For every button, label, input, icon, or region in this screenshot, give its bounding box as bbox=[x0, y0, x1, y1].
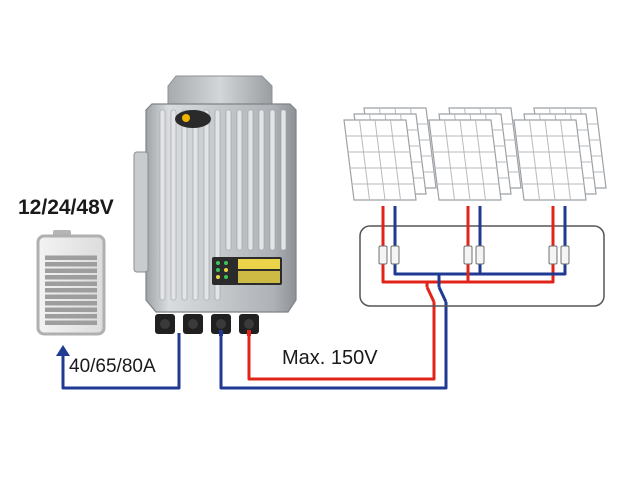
panel-grid-line bbox=[475, 119, 486, 201]
mc4-connector bbox=[475, 245, 485, 265]
sun-icon bbox=[182, 114, 190, 122]
charge-current-label: 40/65/80A bbox=[69, 356, 156, 377]
pv-positive-wire bbox=[247, 302, 436, 381]
junction-wires bbox=[381, 206, 567, 287]
cooling-fin bbox=[214, 109, 221, 301]
battery-charge-bar bbox=[45, 294, 97, 299]
battery-output-wire bbox=[61, 333, 181, 390]
battery-charge-bar bbox=[45, 268, 97, 273]
battery-charge-bar bbox=[45, 275, 97, 280]
cooling-fin bbox=[280, 109, 287, 251]
led-indicator bbox=[216, 261, 220, 265]
wire-tip-negative bbox=[219, 330, 223, 336]
switch-blade-negative bbox=[437, 286, 448, 303]
panel-grid-line bbox=[374, 119, 386, 201]
panel-grid-line bbox=[560, 119, 571, 201]
led-indicator bbox=[224, 261, 228, 265]
switch-blade-positive bbox=[425, 286, 436, 303]
led-indicator bbox=[216, 275, 220, 279]
solar-panel-array bbox=[343, 107, 607, 201]
panel-grid-line bbox=[529, 119, 540, 201]
pv-input-wires bbox=[219, 302, 448, 390]
cooling-fin bbox=[203, 109, 210, 301]
cooling-fin bbox=[258, 109, 265, 251]
battery-charge-bar bbox=[45, 307, 97, 312]
battery-charge-bar bbox=[45, 288, 97, 293]
junction-box-outline bbox=[359, 225, 605, 307]
battery-charge-bar bbox=[45, 314, 97, 319]
mc4-connector bbox=[560, 245, 570, 265]
led-indicator bbox=[224, 268, 228, 272]
cooling-fin bbox=[269, 109, 276, 251]
cable-gland-nut bbox=[160, 319, 170, 329]
display-body bbox=[238, 271, 280, 283]
brand-logo bbox=[175, 110, 211, 128]
status-display bbox=[212, 257, 282, 285]
led-indicator bbox=[216, 268, 220, 272]
mc4-connector bbox=[463, 245, 473, 265]
panel-grid-line bbox=[359, 119, 370, 201]
cooling-fin bbox=[236, 109, 243, 251]
cable-gland-nut bbox=[244, 319, 254, 329]
battery-voltage-label: 12/24/48V bbox=[18, 196, 114, 219]
battery-icon bbox=[36, 230, 106, 336]
cooling-fins bbox=[159, 109, 287, 301]
disconnect-switch bbox=[425, 286, 448, 303]
panel-connectors bbox=[378, 245, 570, 265]
junction-box bbox=[359, 206, 605, 307]
mounting-bracket bbox=[133, 151, 149, 273]
pv-negative-wire bbox=[219, 302, 448, 390]
battery-charge-bar bbox=[45, 301, 97, 306]
cable-gland-nut bbox=[216, 319, 226, 329]
solar-panel bbox=[428, 107, 522, 201]
panel-grid-line bbox=[390, 119, 401, 201]
battery-wire bbox=[56, 333, 181, 390]
solar-panel bbox=[343, 107, 437, 201]
led-indicator bbox=[224, 275, 228, 279]
battery-charge-bar bbox=[45, 281, 97, 286]
cooling-fin bbox=[192, 109, 199, 301]
cable-glands bbox=[155, 314, 259, 336]
charge-controller bbox=[133, 75, 297, 336]
battery-charge-bar bbox=[45, 262, 97, 267]
panel-grid-line bbox=[459, 119, 471, 201]
arrow-up-icon bbox=[56, 345, 70, 356]
cooling-fin bbox=[181, 109, 188, 301]
controller-top-cap bbox=[167, 75, 273, 105]
wire-tip-positive bbox=[247, 330, 251, 336]
panel-grid-line bbox=[544, 119, 556, 201]
panel-grid-line bbox=[444, 119, 455, 201]
cooling-fin bbox=[159, 109, 166, 301]
logo-badge bbox=[175, 110, 211, 128]
mc4-connector bbox=[548, 245, 558, 265]
solar-panel bbox=[513, 107, 607, 201]
pv-max-voltage-label: Max. 150V bbox=[282, 347, 378, 369]
cooling-fin bbox=[170, 109, 177, 301]
mc4-connector bbox=[378, 245, 388, 265]
battery-charge-bar bbox=[45, 320, 97, 325]
display-header bbox=[238, 259, 280, 269]
battery-charge-bars bbox=[45, 255, 97, 325]
cooling-fin bbox=[247, 109, 254, 251]
cooling-fin bbox=[225, 109, 232, 251]
cable-gland-nut bbox=[188, 319, 198, 329]
mc4-connector bbox=[390, 245, 400, 265]
battery-charge-bar bbox=[45, 255, 97, 260]
